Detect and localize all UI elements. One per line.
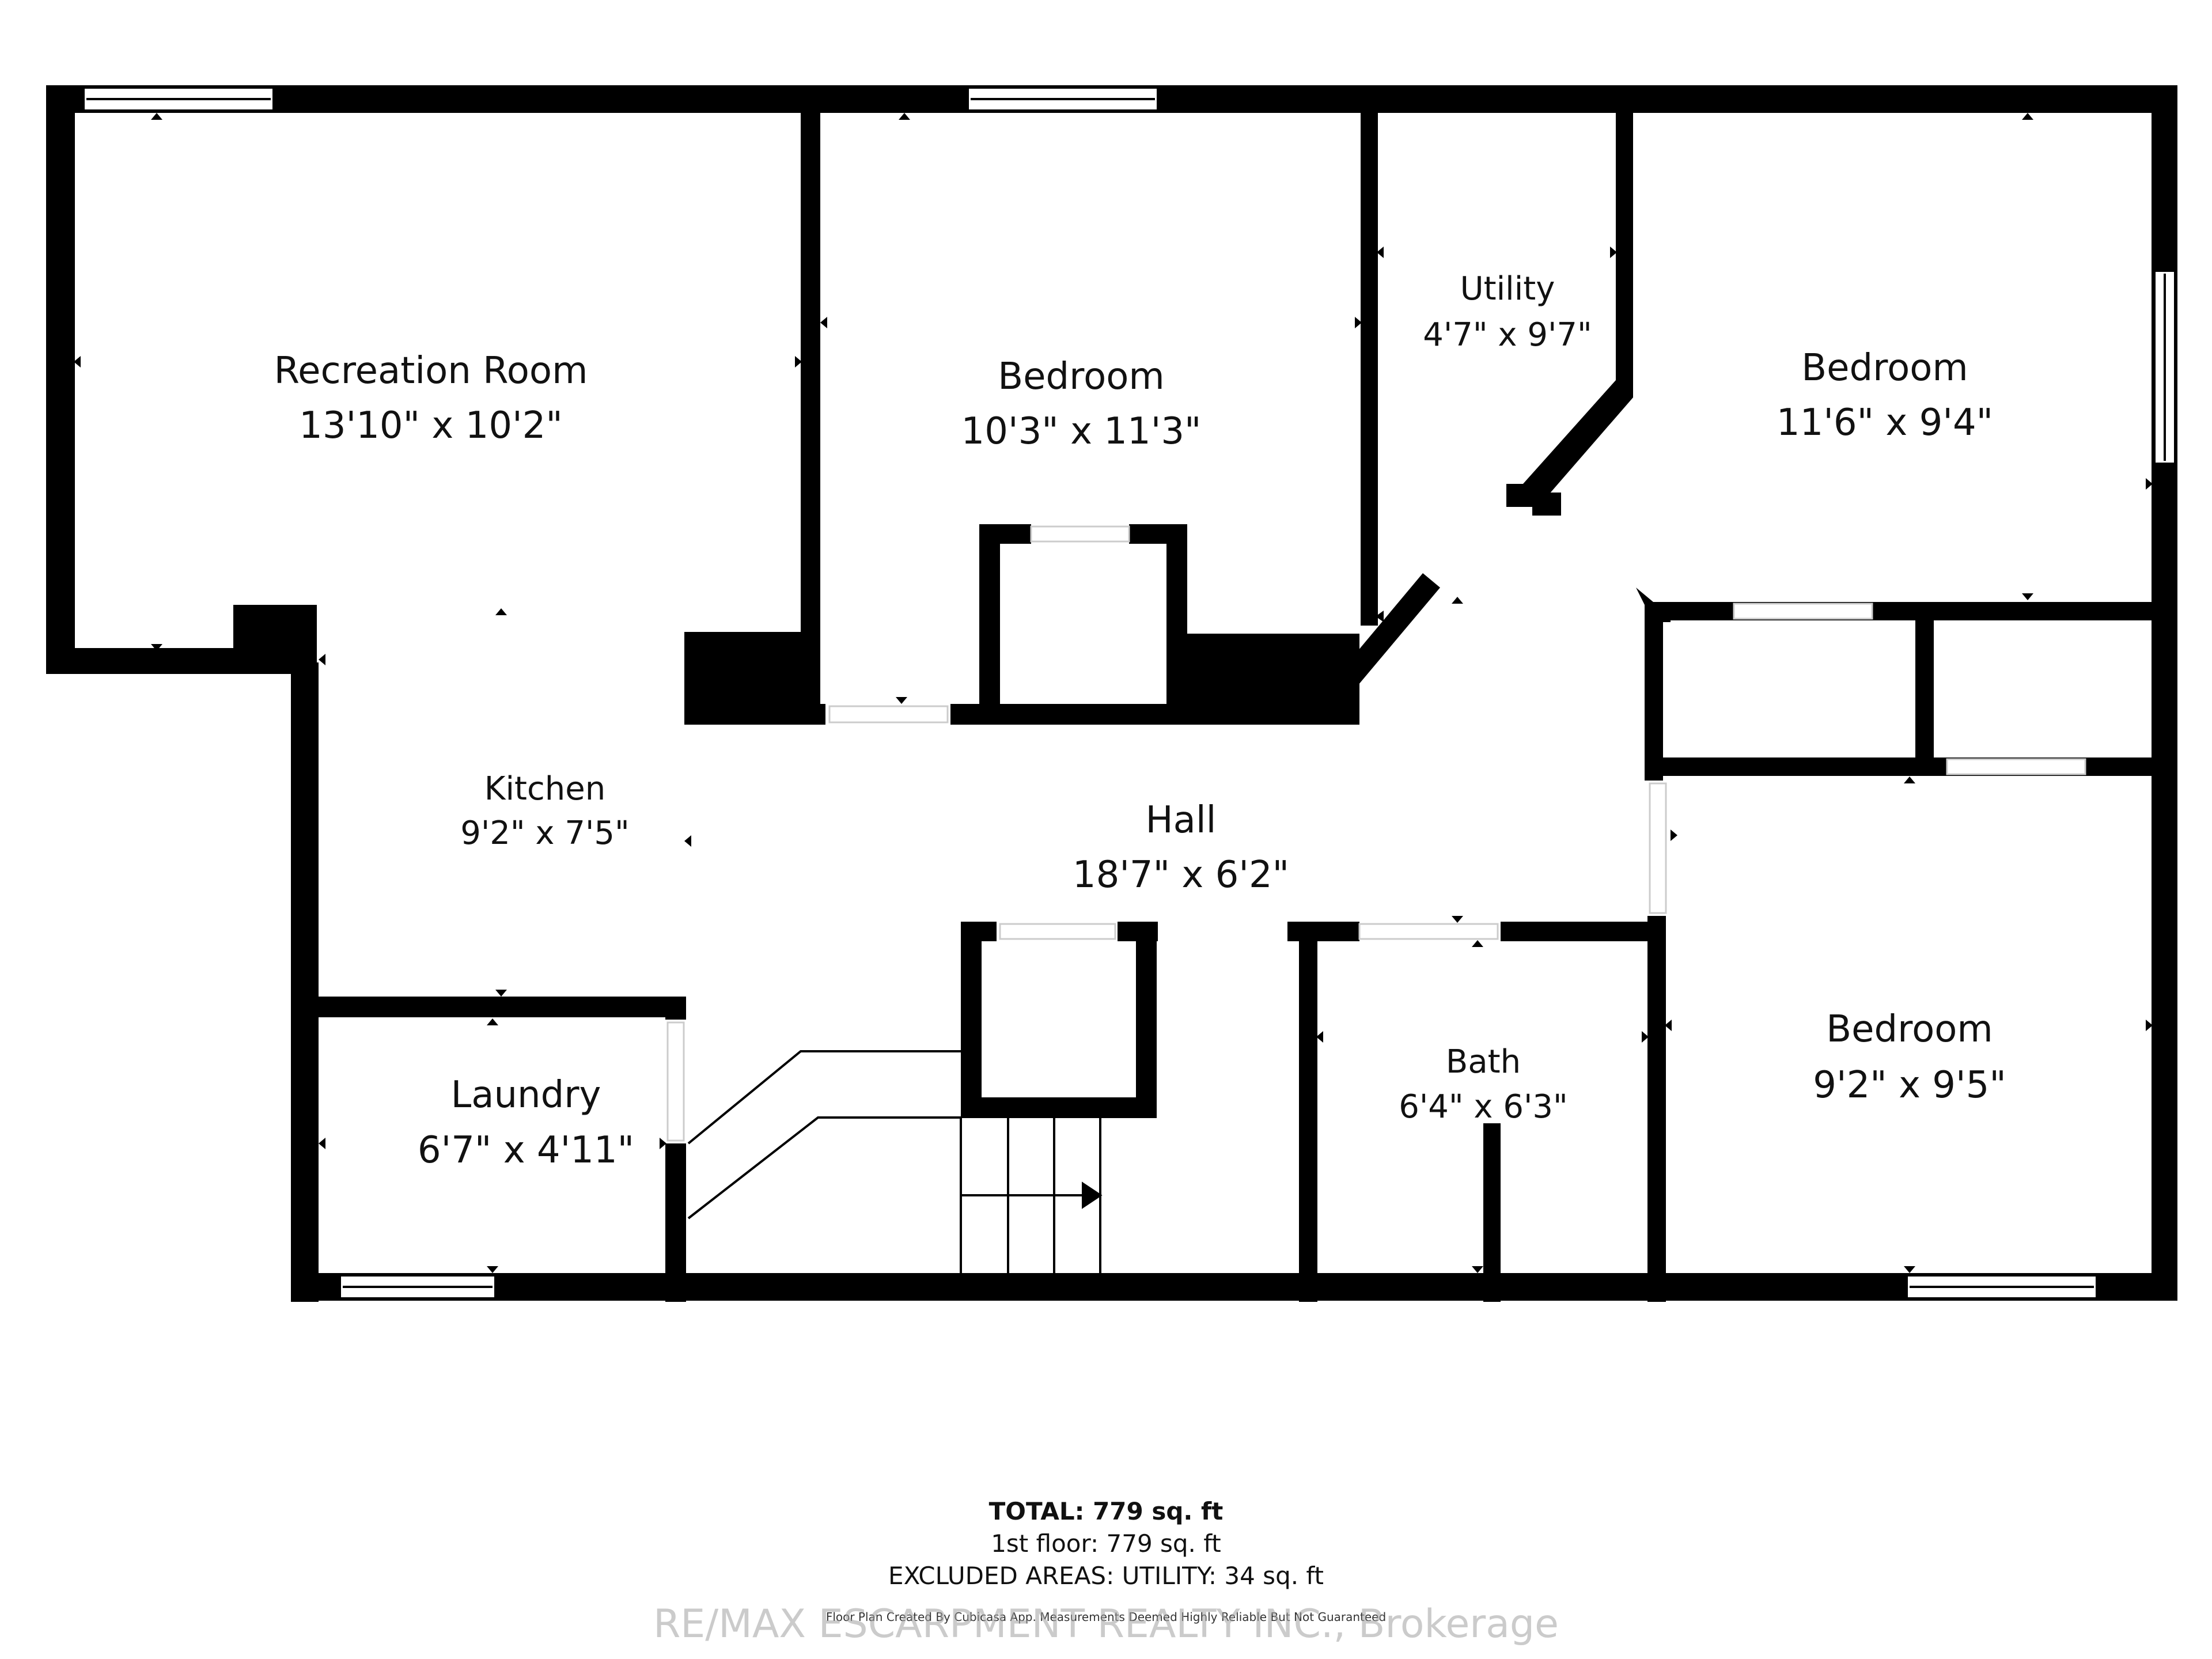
laundry-name: Laundry [451, 1074, 601, 1116]
area-summary: TOTAL: 779 sq. ft 1st floor: 779 sq. ft … [0, 1495, 2212, 1592]
utility-dims: 4'7" x 9'7" [1423, 316, 1592, 354]
credit-line: Floor Plan Created By Cubicasa App. Meas… [825, 1610, 1387, 1624]
floor-area: 1st floor: 779 sq. ft [991, 1529, 1221, 1558]
recreation-room-name: Recreation Room [274, 350, 588, 392]
bath-dims: 6'4" x 6'3" [1399, 1088, 1568, 1126]
bedroom-2-dims: 11'6" x 9'4" [1777, 402, 1993, 444]
hall-dims: 18'7" x 6'2" [1073, 854, 1289, 896]
brokerage-watermark: RE/MAX ESCARPMENT REALTY INC., Brokerage [653, 1601, 1559, 1647]
excluded-areas: EXCLUDED AREAS: UTILITY: 34 sq. ft [888, 1562, 1324, 1590]
bedroom-1-name: Bedroom [998, 355, 1164, 398]
bedroom-3-dims: 9'2" x 9'5" [1813, 1064, 2006, 1107]
bath-name: Bath [1446, 1043, 1521, 1081]
staircase [687, 1050, 1103, 1273]
bedroom-1-dims: 10'3" x 11'3" [961, 410, 1202, 453]
kitchen-dims: 9'2" x 7'5" [460, 815, 630, 852]
room-labels: Recreation Room 13'10" x 10'2" Bedroom 1… [274, 270, 2006, 1172]
bedroom-2-name: Bedroom [1801, 347, 1968, 389]
door-openings [666, 525, 2086, 1142]
windows [82, 86, 2176, 1300]
total-area: TOTAL: 779 sq. ft [988, 1497, 1224, 1525]
recreation-room-dims: 13'10" x 10'2" [299, 404, 563, 447]
dimension-markers [74, 113, 2153, 1273]
laundry-dims: 6'7" x 4'11" [418, 1129, 634, 1172]
utility-name: Utility [1460, 270, 1555, 308]
hall-name: Hall [1146, 799, 1217, 842]
kitchen-name: Kitchen [484, 770, 605, 808]
walls [46, 85, 2177, 1302]
bedroom-3-name: Bedroom [1826, 1008, 1993, 1051]
stair-arrow-icon [1082, 1181, 1103, 1209]
